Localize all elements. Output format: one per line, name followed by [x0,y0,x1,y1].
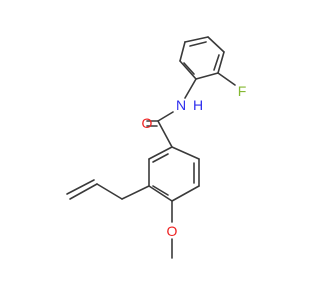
bond [179,41,186,62]
bond [189,41,207,47]
hydrogen-label: H [193,97,203,113]
bond [96,183,123,200]
bond [171,146,200,160]
bond [148,146,173,160]
bond [184,36,209,43]
bond [195,72,219,80]
bond [152,153,169,163]
bond [121,185,150,200]
bond [213,54,220,71]
benzene-ring [148,146,200,202]
bond [148,185,173,202]
carbonyl-oxygen-label: O [142,115,153,131]
bond [152,185,169,196]
bond [69,183,98,200]
methoxy-oxygen-label: O [167,223,178,239]
bond [157,111,174,122]
bond [183,62,195,75]
bond [207,36,225,53]
bond [66,179,95,195]
bond [184,78,197,99]
fluorine-label: F [238,83,247,99]
bond [157,120,173,148]
molecule-drawing: F N H O O [66,36,247,259]
bond [217,72,236,86]
bond [217,51,225,74]
bond [171,185,200,202]
structure-diagram: F N H O O [66,36,247,259]
fluorophenyl-ring [179,36,225,80]
nitrogen-label: N [176,97,186,113]
bond [179,60,197,80]
